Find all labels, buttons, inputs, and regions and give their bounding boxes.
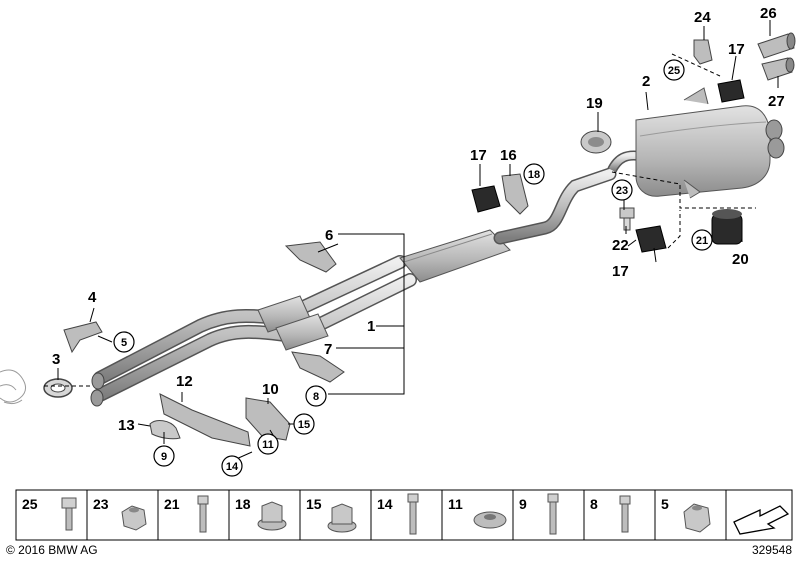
callout-26: 26 [760,5,777,22]
part-13-clamp [149,420,181,440]
circled-callout-18: 18 [523,163,545,185]
part-6-bracket [284,241,337,273]
strip-cell-5: 5 [661,496,711,533]
callout-12: 12 [176,373,193,390]
svg-text:23: 23 [616,185,628,197]
part-4-bracket [63,321,103,354]
flange-nut-icon [327,503,357,533]
callout-17b: 17 [612,263,629,280]
callout-6: 6 [325,227,333,244]
part-7-bracket [291,351,345,383]
strip-cell-21: 21 [164,495,209,533]
copyright-text: © 2016 BMW AG [6,543,98,557]
rear-silencer [607,87,785,199]
callouts: 1 2 3 4 6 7 10 12 13 16 17 17 17 19 20 2… [52,5,785,477]
front-pipe-assembly [90,255,417,407]
callout-17c: 17 [728,41,745,58]
callout-16: 16 [500,147,517,164]
strip-cell-14: 14 [377,493,419,535]
part-24-bracket [693,39,713,65]
strip-cell-9: 9 [519,493,559,535]
part-26-tailpipe-trim [757,32,796,59]
part-3-gasket [43,378,73,398]
svg-text:11: 11 [262,439,274,451]
hex-nut-icon [121,505,147,531]
hex-nut-icon [683,503,711,533]
part-22-bolt [619,207,635,231]
manifold-outline [0,369,26,405]
callout-2: 2 [642,73,650,90]
part-20-damper [711,209,743,245]
part-17-hanger-right [635,225,667,253]
part-12-bracket [159,393,251,447]
strip-cell-25: 25 [22,496,77,531]
leader-lines [44,20,779,461]
svg-text:23: 23 [93,496,109,512]
part-17-hanger-top [717,79,745,103]
svg-text:21: 21 [696,235,708,247]
svg-text:14: 14 [377,496,393,512]
svg-text:5: 5 [661,496,669,512]
circled-callout-8: 8 [305,385,327,407]
center-silencer [399,167,617,283]
long-bolt-icon [407,493,419,535]
circled-callout-9: 9 [153,445,175,467]
hardware-strip: 25 23 21 18 [15,489,793,541]
svg-text:15: 15 [306,496,322,512]
callout-13: 13 [118,417,135,434]
svg-text:25: 25 [22,496,38,512]
svg-text:9: 9 [161,451,167,463]
strip-cell-11: 11 [448,496,507,529]
circled-callout-14: 14 [221,455,243,477]
callout-17a: 17 [470,147,487,164]
svg-text:5: 5 [121,337,127,349]
stud-bolt-icon [547,493,559,535]
callout-24: 24 [694,9,711,26]
strip-cell-18: 18 [235,496,287,531]
bolt-icon [197,495,209,533]
circled-callout-25: 25 [663,59,685,81]
callout-10: 10 [262,381,279,398]
strip-cell-23: 23 [93,496,147,531]
diagram-id: 329548 [752,543,792,557]
washer-icon [473,511,507,529]
svg-text:21: 21 [164,496,180,512]
callout-1: 1 [367,318,375,335]
part-17-hanger-left [471,185,501,213]
callout-19: 19 [586,95,603,112]
flange-nut-icon [257,501,287,531]
svg-text:8: 8 [313,391,319,403]
circled-callout-21: 21 [691,229,713,251]
circled-callout-15: 15 [293,413,315,435]
direction-arrow-icon [733,505,790,535]
callout-22: 22 [612,237,629,254]
callout-4: 4 [88,289,97,306]
svg-text:18: 18 [235,496,251,512]
svg-text:8: 8 [590,496,598,512]
part-16-bracket [501,173,529,215]
part-10-heat-shield [245,397,291,441]
callout-3: 3 [52,351,60,368]
circled-callout-23: 23 [611,179,633,201]
part-19-clamp [580,130,612,154]
svg-text:11: 11 [448,496,463,512]
svg-text:15: 15 [298,419,310,431]
circled-callout-11: 11 [257,433,279,455]
svg-text:14: 14 [226,461,239,473]
screw-icon [61,497,77,531]
svg-text:25: 25 [668,65,680,77]
svg-text:18: 18 [528,169,540,181]
callout-27: 27 [768,93,785,110]
part-27-tailpipe-trim [761,57,795,81]
circled-callout-5: 5 [113,331,135,353]
bolt-icon [619,495,631,533]
svg-text:9: 9 [519,496,527,512]
strip-cell-8: 8 [590,495,631,533]
strip-cell-15: 15 [306,496,357,533]
callout-7: 7 [324,341,332,358]
callout-20: 20 [732,251,749,268]
